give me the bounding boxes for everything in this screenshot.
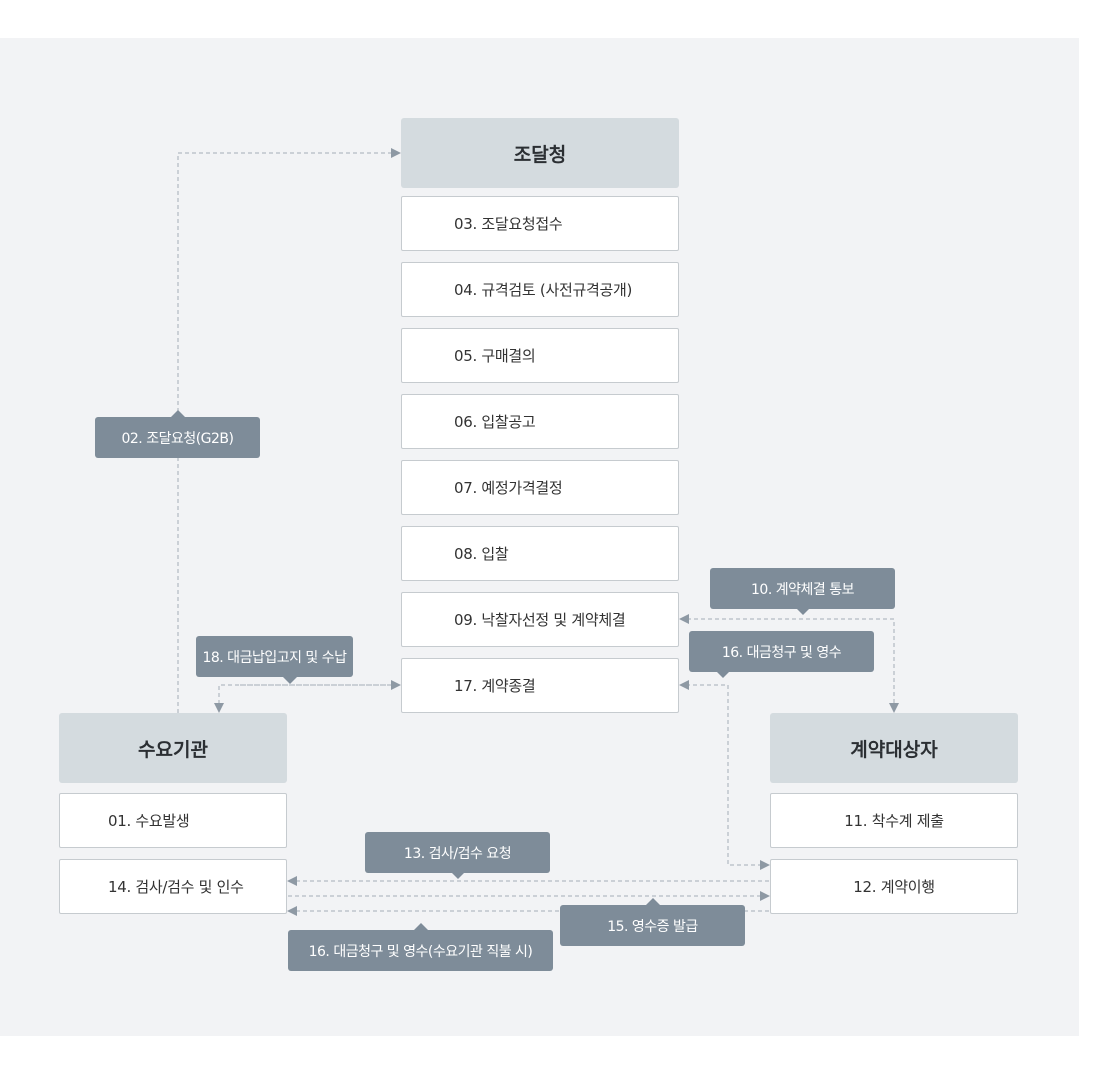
connector-claim-to-procurement <box>679 680 769 866</box>
step-04: 04. 규격검토 (사전규격공개) <box>401 262 679 317</box>
step-07: 07. 예정가격결정 <box>401 460 679 515</box>
step-14: 14. 검사/검수 및 인수 <box>59 859 287 914</box>
tag-receipt-issue: 15. 영수증 발급 <box>560 905 745 946</box>
step-01: 01. 수요발생 <box>59 793 287 848</box>
pointer-payment <box>283 677 297 684</box>
step-08: 08. 입찰 <box>401 526 679 581</box>
step-11: 11. 착수계 제출 <box>770 793 1018 848</box>
step-17: 17. 계약종결 <box>401 658 679 713</box>
pointer-notify <box>796 608 810 615</box>
tag-contract-notice: 10. 계약체결 통보 <box>710 568 895 609</box>
header-procurement: 조달청 <box>401 118 679 188</box>
pointer-direct-claim <box>414 923 428 930</box>
step-09: 09. 낙찰자선정 및 계약체결 <box>401 592 679 647</box>
pointer-claim <box>716 671 730 678</box>
tag-inspection-request: 13. 검사/검수 요청 <box>365 832 550 873</box>
tag-payment-claim: 16. 대금청구 및 영수 <box>689 631 874 672</box>
tag-request-g2b: 02. 조달요청(G2B) <box>95 417 260 458</box>
pointer-inspect <box>451 872 465 879</box>
tag-direct-payment-claim: 16. 대금청구 및 영수(수요기관 직불 시) <box>288 930 553 971</box>
step-05: 05. 구매결의 <box>401 328 679 383</box>
connector-request <box>177 148 401 713</box>
header-demand-agency: 수요기관 <box>59 713 287 783</box>
step-12: 12. 계약이행 <box>770 859 1018 914</box>
step-03: 03. 조달요청접수 <box>401 196 679 251</box>
pointer-request <box>171 410 185 417</box>
step-06: 06. 입찰공고 <box>401 394 679 449</box>
header-contractor: 계약대상자 <box>770 713 1018 783</box>
tag-payment-notice: 18. 대금납입고지 및 수납 <box>196 636 353 677</box>
pointer-receipt <box>646 898 660 905</box>
connector-payment-to-demand <box>214 684 400 713</box>
